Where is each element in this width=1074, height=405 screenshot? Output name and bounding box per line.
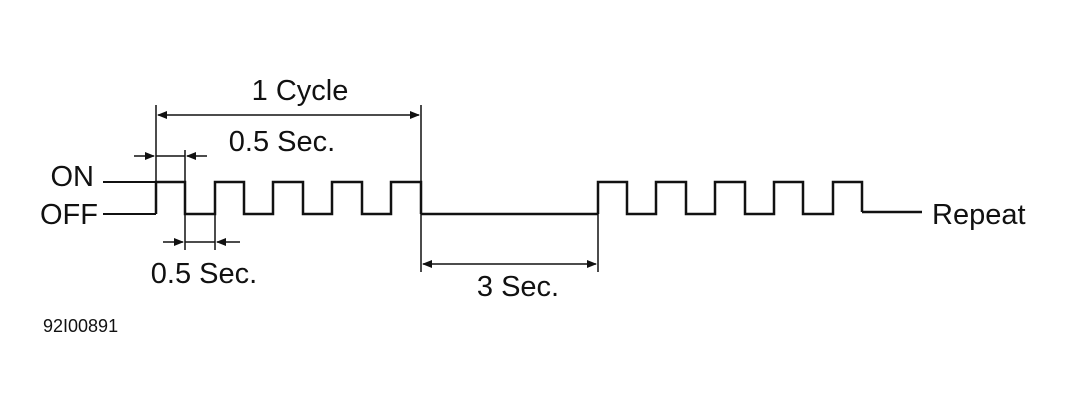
repeat-label: Repeat [932, 199, 1026, 231]
off-level-label: OFF [40, 199, 98, 231]
waveform-cycle-1 [154, 180, 423, 216]
on-interval-label: 0.5 Sec. [229, 126, 335, 158]
on-level-label: ON [51, 161, 95, 193]
cycle-label: 1 Cycle [252, 75, 349, 107]
figure-id: 92I00891 [43, 316, 118, 336]
pause-label: 3 Sec. [477, 271, 559, 303]
off-interval-label: 0.5 Sec. [151, 258, 257, 290]
waveform-cycle-2 [596, 180, 864, 216]
